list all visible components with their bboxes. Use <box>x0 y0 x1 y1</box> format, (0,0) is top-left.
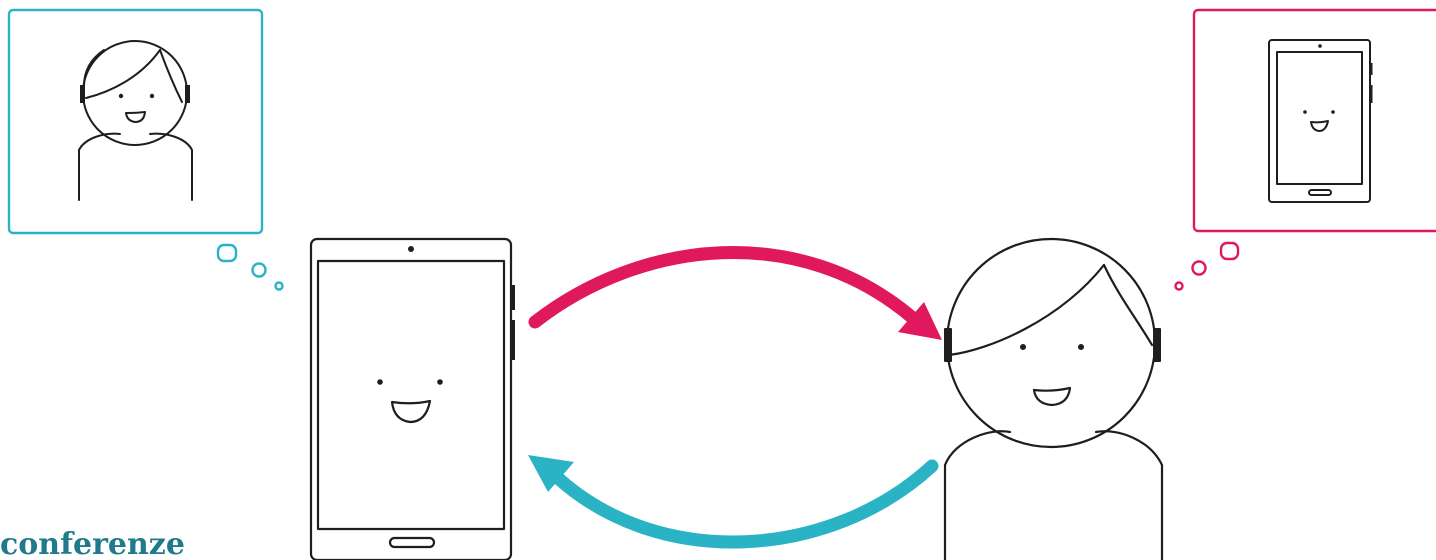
person-icon <box>944 239 1162 560</box>
arrow-left-icon <box>528 455 932 542</box>
arrow-right-icon <box>535 253 942 340</box>
left-thought-dots <box>218 245 283 290</box>
tablet-icon <box>311 239 515 560</box>
caption-text: conferenze <box>0 528 185 560</box>
right-thought-dots <box>1176 243 1239 290</box>
person-thought-icon <box>79 41 192 200</box>
right-thought-bubble <box>1176 10 1436 290</box>
tablet-thought-icon <box>1269 40 1373 202</box>
left-thought-bubble <box>9 10 283 290</box>
right-thought-frame <box>1194 10 1436 231</box>
